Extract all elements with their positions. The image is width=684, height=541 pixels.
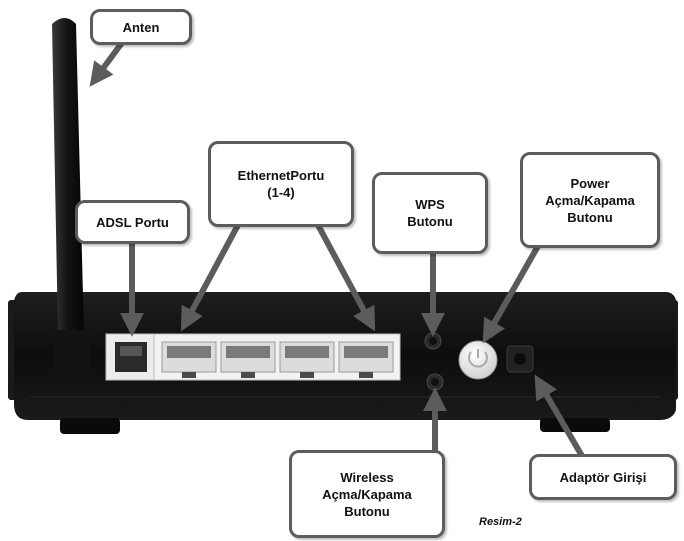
callout-wps: WPS Butonu: [372, 172, 488, 254]
callout-wireless-line: Açma/Kapama: [322, 486, 412, 502]
callout-wireless-line: Butonu: [344, 503, 390, 519]
callout-ethernet: EthernetPortu (1-4): [208, 141, 354, 227]
callout-adsl-line: ADSL Portu: [96, 214, 169, 230]
callout-wps-line: WPS: [415, 197, 445, 212]
arrow-power: [482, 243, 541, 344]
callout-power-line: Açma/Kapama: [545, 192, 635, 208]
figure-caption: Resim-2: [479, 516, 522, 528]
callout-anten-line: Anten: [122, 19, 160, 35]
wps-button: [424, 332, 442, 350]
callout-ethernet-line: EthernetPortu: [237, 168, 325, 183]
callout-anten: Anten: [90, 9, 192, 45]
callout-wireless-line: Wireless: [340, 469, 394, 485]
arrow-adaptor: [534, 374, 585, 459]
callout-adaptor-line: Adaptör Girişi: [559, 469, 647, 485]
arrow-anten: [89, 37, 127, 87]
port-panel: [105, 333, 401, 381]
callout-adaptor: Adaptör Girişi: [529, 454, 677, 500]
ethernet-port: [161, 341, 217, 378]
callout-power-line: Power: [570, 175, 610, 191]
antenna: [52, 18, 90, 374]
arrow-ethernet-left: [180, 222, 241, 332]
callout-arrows: [89, 37, 585, 459]
callout-ethernet-line: (1-4): [267, 185, 295, 200]
callout-wps-line: Butonu: [407, 214, 453, 229]
adaptor-socket: [506, 345, 534, 373]
ethernet-port: [220, 341, 276, 378]
ethernet-port: [279, 341, 335, 378]
arrow-ethernet-right: [315, 222, 376, 332]
callout-adsl: ADSL Portu: [75, 200, 190, 244]
callout-power-line: Butonu: [567, 209, 613, 225]
wireless-button: [426, 373, 444, 391]
ethernet-port: [338, 341, 394, 378]
power-button: [458, 340, 498, 380]
